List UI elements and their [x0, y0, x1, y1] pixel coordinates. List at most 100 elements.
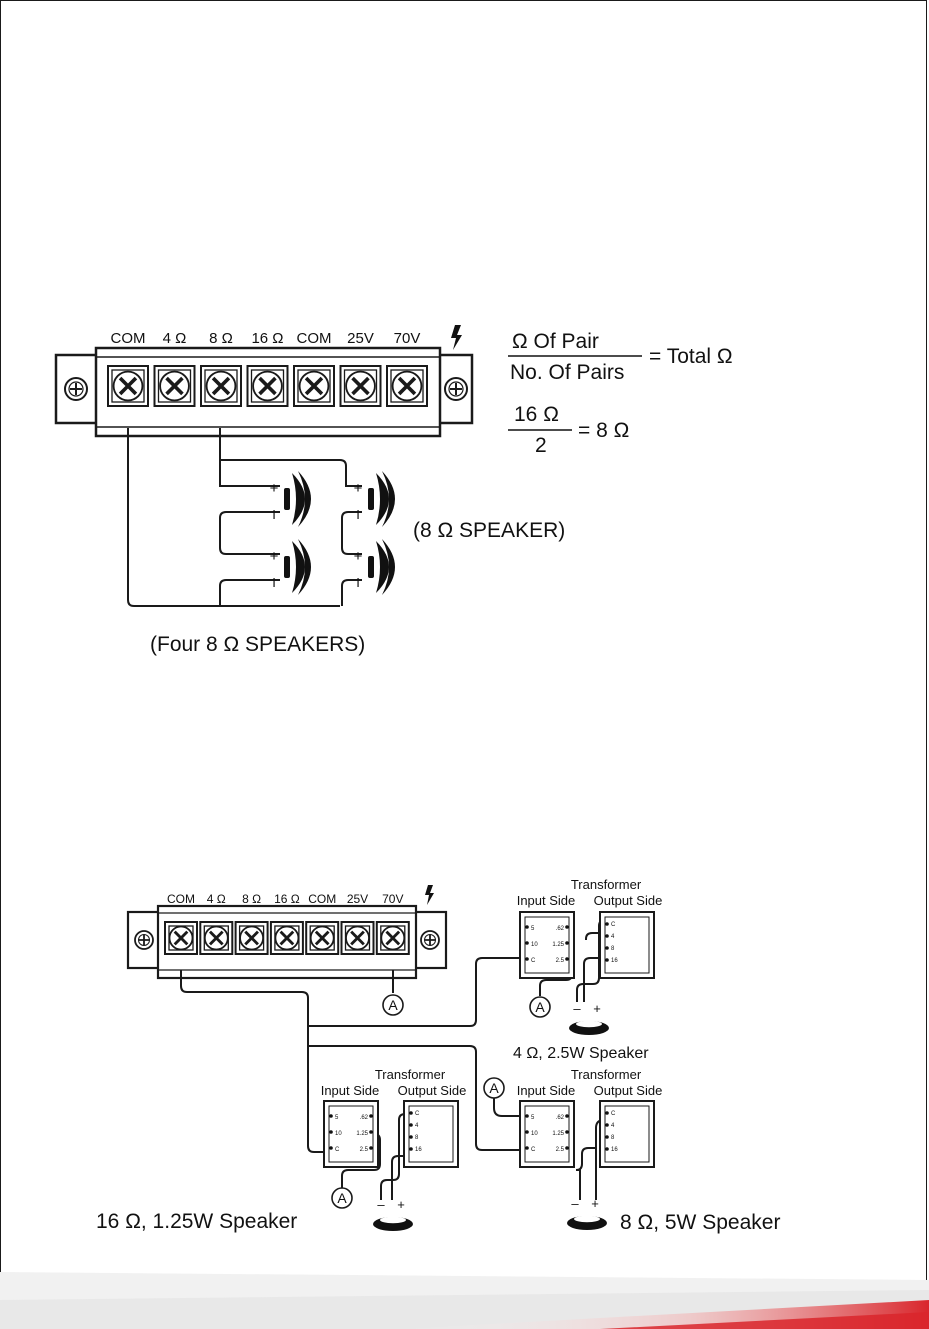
- marker-circle: [483, 1077, 505, 1099]
- markers: A A A A: [331, 994, 551, 1209]
- minus-sign: I: [356, 575, 360, 590]
- strip1-terminal: [293, 365, 335, 407]
- output-tap-label: C: [611, 1111, 616, 1117]
- input-watt-label: 2.5: [556, 958, 565, 964]
- output-tap-label: C: [415, 1111, 420, 1117]
- input-watt-label: 1.25: [552, 1131, 564, 1137]
- strip2-terminal-label: COM: [167, 892, 195, 906]
- strip2-terminal: [164, 921, 198, 955]
- strip2-terminal-label: 25V: [347, 892, 368, 906]
- marker-label: A: [489, 1080, 499, 1096]
- speaker-icon: [569, 1020, 609, 1035]
- output-tap-label: 16: [415, 1147, 422, 1153]
- plus-sign: +: [591, 1196, 599, 1211]
- strip1-terminal-label: 16 Ω: [251, 330, 283, 347]
- input-side-label: Input Side: [321, 1083, 380, 1098]
- marker-label: A: [535, 999, 545, 1015]
- input-watt-label: 1.25: [552, 942, 564, 948]
- output-tap-label: 4: [611, 934, 615, 940]
- input-tap-label: 5: [531, 1115, 535, 1121]
- strip2-terminal: [305, 921, 340, 955]
- input-tap-label: 10: [531, 1131, 538, 1137]
- plus-sign: +: [593, 1001, 601, 1016]
- plus-sign: +: [270, 548, 279, 565]
- speaker-icon: [567, 1215, 607, 1230]
- strip1-terminal-label: 25V: [347, 330, 374, 347]
- input-watt-label: 2.5: [556, 1147, 565, 1153]
- strip2-terminal: [340, 921, 375, 955]
- strip1-terminal: [200, 365, 242, 407]
- formula-numerator: Ω Of Pair: [512, 330, 599, 353]
- strip1-terminal-label: 70V: [394, 330, 421, 347]
- output-tap-label: 16: [611, 958, 618, 964]
- transformer-title: Transformer: [375, 1067, 446, 1082]
- input-tap-label: C: [531, 1147, 536, 1153]
- output-side-label: Output Side: [594, 893, 663, 908]
- lightning-icon: [451, 325, 462, 350]
- marker-circle: [382, 994, 404, 1016]
- output-tap-label: 8: [611, 1135, 615, 1141]
- output-side-label: Output Side: [398, 1083, 467, 1098]
- speaker-left-label: 16 Ω, 1.25W Speaker: [96, 1210, 297, 1233]
- plus-sign: +: [270, 480, 279, 497]
- input-watt-label: .62: [556, 926, 565, 932]
- output-tap-label: 8: [415, 1135, 419, 1141]
- marker-label: A: [337, 1190, 347, 1206]
- footer-band: [0, 1272, 929, 1329]
- speaker-wiring-1: [127, 428, 362, 607]
- example-result: = 8 Ω: [578, 419, 629, 442]
- output-tap-label: 4: [611, 1123, 615, 1129]
- strip2-terminal-label: COM: [308, 892, 336, 906]
- strip1-terminal-label: 4 Ω: [163, 330, 187, 347]
- output-tap-label: 16: [611, 1147, 618, 1153]
- speaker-icon: [368, 471, 395, 527]
- marker-label: A: [388, 997, 398, 1013]
- input-watt-label: 2.5: [360, 1147, 369, 1153]
- input-tap-label: C: [531, 958, 536, 964]
- input-side-label: Input Side: [517, 1083, 576, 1098]
- speaker-group-1: +I+I+I+I: [270, 471, 395, 595]
- minus-sign: –: [573, 1001, 581, 1016]
- marker-circle: [331, 1187, 353, 1209]
- strip2-terminal-label: 4 Ω: [207, 892, 226, 906]
- terminal-screws-2: [164, 921, 410, 955]
- speaker-icon: [284, 539, 311, 595]
- input-watt-label: .62: [360, 1115, 369, 1121]
- lightning-icon-2: [425, 885, 434, 905]
- output-tap-label: 4: [415, 1123, 419, 1129]
- input-tap-label: 10: [531, 942, 538, 948]
- speaker-icon: [368, 539, 395, 595]
- example-numerator: 16 Ω: [514, 403, 559, 426]
- strip1-terminal: [107, 365, 149, 407]
- input-watt-label: 1.25: [356, 1131, 368, 1137]
- strip2-terminal-label: 8 Ω: [242, 892, 261, 906]
- minus-sign: –: [571, 1196, 579, 1211]
- formula-denominator: No. Of Pairs: [510, 361, 624, 384]
- plus-sign: +: [354, 548, 363, 565]
- input-side-label: Input Side: [517, 893, 576, 908]
- strip2-terminal: [375, 921, 410, 955]
- speaker-right-label: 8 Ω, 5W Speaker: [620, 1211, 780, 1234]
- example-denominator: 2: [535, 434, 547, 457]
- minus-sign: I: [272, 507, 276, 522]
- speaker-type-label: (8 Ω SPEAKER): [413, 519, 565, 542]
- speaker-icon: [373, 1216, 413, 1231]
- formula-result: = Total Ω: [649, 345, 733, 368]
- strip1-terminal: [246, 365, 289, 407]
- strip1-terminal-label: COM: [111, 330, 146, 347]
- diagram1-caption: (Four 8 Ω SPEAKERS): [150, 633, 365, 656]
- input-tap-label: 5: [531, 926, 535, 932]
- strip2-terminal-label: 16 Ω: [274, 892, 300, 906]
- output-tap-label: C: [611, 922, 616, 928]
- strip1-terminal: [386, 365, 428, 407]
- minus-sign: –: [377, 1197, 385, 1212]
- plus-sign: +: [397, 1197, 405, 1212]
- marker-circle: [529, 996, 551, 1018]
- input-tap-label: 10: [335, 1131, 342, 1137]
